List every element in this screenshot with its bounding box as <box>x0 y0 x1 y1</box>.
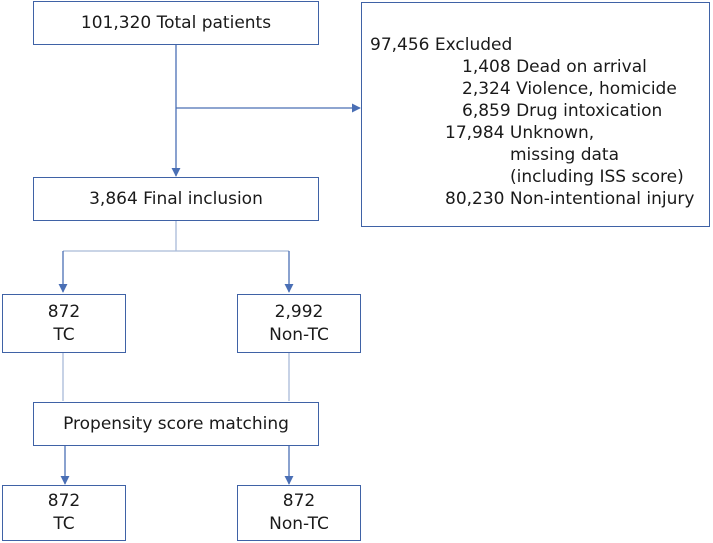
nontc-after-box: 872 Non-TC <box>237 485 361 541</box>
excluded-box: 97,456 Excluded 1,408 Dead on arrival 2,… <box>361 2 710 227</box>
final-inclusion-label: 3,864 Final inclusion <box>89 188 263 209</box>
excluded-violence: 2,324 Violence, homicide <box>462 79 677 99</box>
excluded-header: 97,456 Excluded <box>370 35 513 55</box>
excluded-non-intentional: 80,230 Non-intentional injury <box>445 189 695 209</box>
tc-after-count: 872 <box>47 491 81 511</box>
tc-before-label: TC <box>53 324 75 345</box>
nontc-before-count: 2,992 <box>274 301 324 322</box>
nontc-before-box: 2,992 Non-TC <box>237 294 361 353</box>
psm-label: Propensity score matching <box>63 413 289 434</box>
tc-after-box: 872 TC <box>2 485 126 541</box>
tc-before-count: 872 <box>47 301 81 322</box>
nontc-before-label: Non-TC <box>269 324 329 345</box>
excluded-iss: (including ISS score) <box>510 167 684 187</box>
total-patients-label: 101,320 Total patients <box>80 12 272 33</box>
excluded-dead-on-arrival: 1,408 Dead on arrival <box>462 57 647 77</box>
tc-after-label: TC <box>53 514 75 534</box>
nontc-after-count: 872 <box>282 491 316 511</box>
excluded-drug: 6,859 Drug intoxication <box>462 101 663 121</box>
nontc-after-label: Non-TC <box>269 514 329 534</box>
tc-before-box: 872 TC <box>2 294 126 353</box>
final-inclusion-box: 3,864 Final inclusion <box>33 177 319 221</box>
excluded-missing: missing data <box>510 145 619 165</box>
psm-box: Propensity score matching <box>33 402 319 446</box>
excluded-unknown: 17,984 Unknown, <box>445 123 595 143</box>
total-patients-box: 101,320 Total patients <box>33 1 319 45</box>
